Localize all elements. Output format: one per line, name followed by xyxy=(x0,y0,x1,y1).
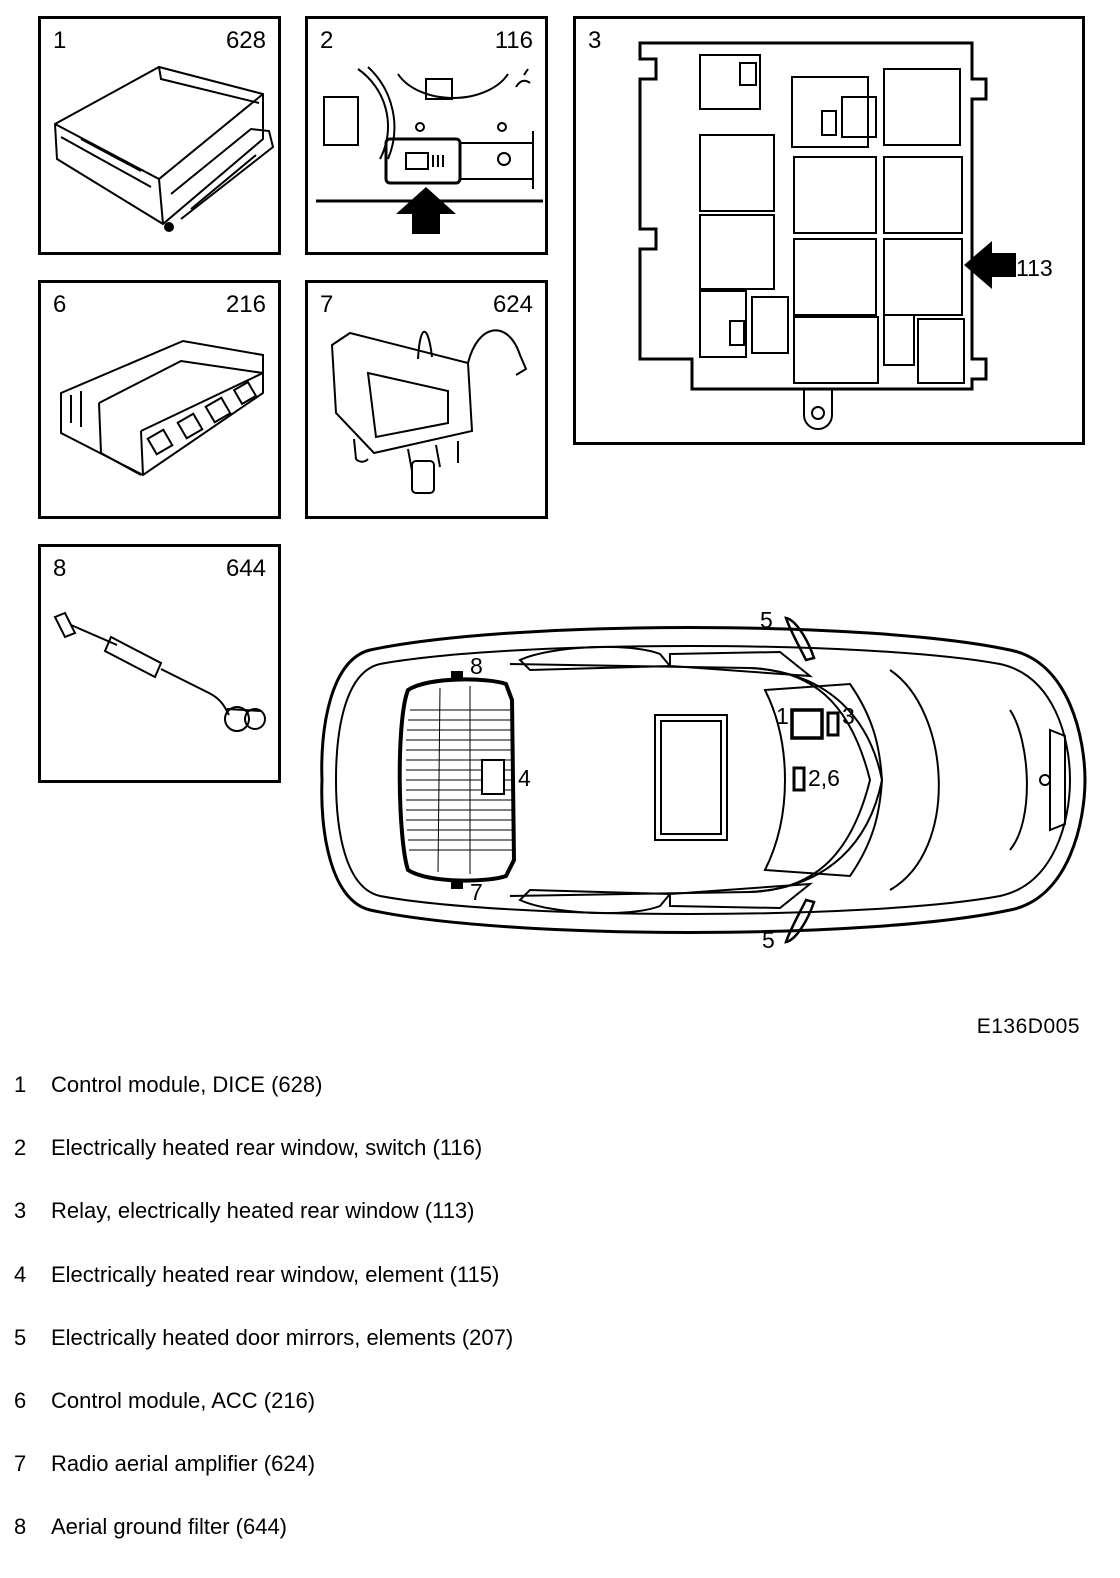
panel-ground-filter: 8 644 xyxy=(38,544,281,783)
filter-label: 8 xyxy=(470,653,483,679)
panel-aerial-amplifier: 7 624 xyxy=(305,280,548,519)
switch-acc-location xyxy=(792,766,806,792)
relay-code-label: 113 xyxy=(1016,255,1053,281)
legend-number: 1 xyxy=(14,1072,27,1097)
legend-item: 5 Electrically heated door mirrors, eleme… xyxy=(14,1325,513,1388)
switch-illustration xyxy=(316,66,543,234)
legend-text: Relay, electrically heated rear window (… xyxy=(51,1198,475,1224)
panel-relay-box: 3 113 xyxy=(573,16,1085,445)
legend-number: 6 xyxy=(14,1387,27,1413)
amplifier-label: 7 xyxy=(470,879,483,905)
legend-item: 4 Electrically heated rear window, elemen… xyxy=(14,1262,513,1325)
mirror-top xyxy=(784,616,816,662)
relay-box-illustration xyxy=(638,41,1016,430)
windscreen xyxy=(763,682,884,878)
arrow-left-icon xyxy=(964,241,1016,289)
legend-number: 2 xyxy=(14,1135,27,1161)
switch-acc-label: 2,6 xyxy=(808,765,840,791)
rear-window-label: 4 xyxy=(518,765,531,791)
component-code: 628 xyxy=(225,27,266,54)
legend-text: Electrically heated rear window, switch … xyxy=(51,1135,483,1161)
panel-number: 2 xyxy=(320,27,334,54)
dice-module-illustration xyxy=(53,65,275,232)
legend-item: 6 Control module, ACC (216) xyxy=(14,1388,513,1451)
legend-text: Control module, ACC (216) xyxy=(51,1387,316,1413)
mirror-top-label: 5 xyxy=(760,607,773,633)
legend-item: 8 Aerial ground filter (644) xyxy=(14,1514,513,1577)
dice-location xyxy=(790,708,824,740)
legend-number: 3 xyxy=(14,1198,27,1224)
panel-number: 7 xyxy=(320,291,334,318)
panel-dice-module: 1 628 xyxy=(38,16,281,255)
mirror-bottom-label: 5 xyxy=(762,927,775,953)
legend-item: 7 Radio aerial amplifier (624) xyxy=(14,1451,513,1514)
legend-number: 8 xyxy=(14,1514,27,1540)
panel-number: 8 xyxy=(53,555,67,582)
sunroof xyxy=(654,714,728,841)
component-code: 216 xyxy=(225,291,266,318)
car-body-outline xyxy=(320,626,1087,934)
panel-number: 1 xyxy=(53,27,67,54)
component-code: 624 xyxy=(492,291,533,318)
legend-item: 1 Control module, DICE (628) xyxy=(14,1072,513,1135)
legend-item: 2 Electrically heated rear window, switch… xyxy=(14,1135,513,1198)
dice-label: 1 xyxy=(776,703,789,729)
legend-text: Electrically heated door mirrors, elemen… xyxy=(51,1324,514,1350)
relay-label: 3 xyxy=(842,703,855,729)
legend-number: 4 xyxy=(14,1261,27,1287)
legend-text: Radio aerial amplifier (624) xyxy=(51,1451,316,1477)
component-code: 644 xyxy=(225,555,266,582)
legend-text: Control module, DICE (628) xyxy=(51,1072,323,1097)
panel-acc-module: 6 216 xyxy=(38,280,281,519)
figure-code: E136D005 xyxy=(976,1015,1080,1038)
legend-number: 5 xyxy=(14,1324,27,1350)
ground-filter-illustration xyxy=(53,611,266,732)
mirror-bottom xyxy=(784,898,816,944)
component-code: 116 xyxy=(494,27,533,54)
legend-number: 7 xyxy=(14,1451,27,1477)
panel-rear-window-switch: 2 116 xyxy=(305,16,548,255)
legend-item: 3 Relay, electrically heated rear window … xyxy=(14,1198,513,1261)
relay-location xyxy=(826,711,840,737)
legend-text: Electrically heated rear window, element… xyxy=(51,1261,500,1287)
acc-module-illustration xyxy=(60,339,264,477)
car-top-view: 5 5 8 7 4 1 3 2,6 xyxy=(320,607,1087,953)
arrow-up-icon xyxy=(396,187,456,234)
panel-number: 3 xyxy=(588,27,602,54)
panel-number: 6 xyxy=(53,291,67,318)
amplifier-illustration xyxy=(330,329,528,494)
legend-text: Aerial ground filter (644) xyxy=(51,1514,288,1540)
